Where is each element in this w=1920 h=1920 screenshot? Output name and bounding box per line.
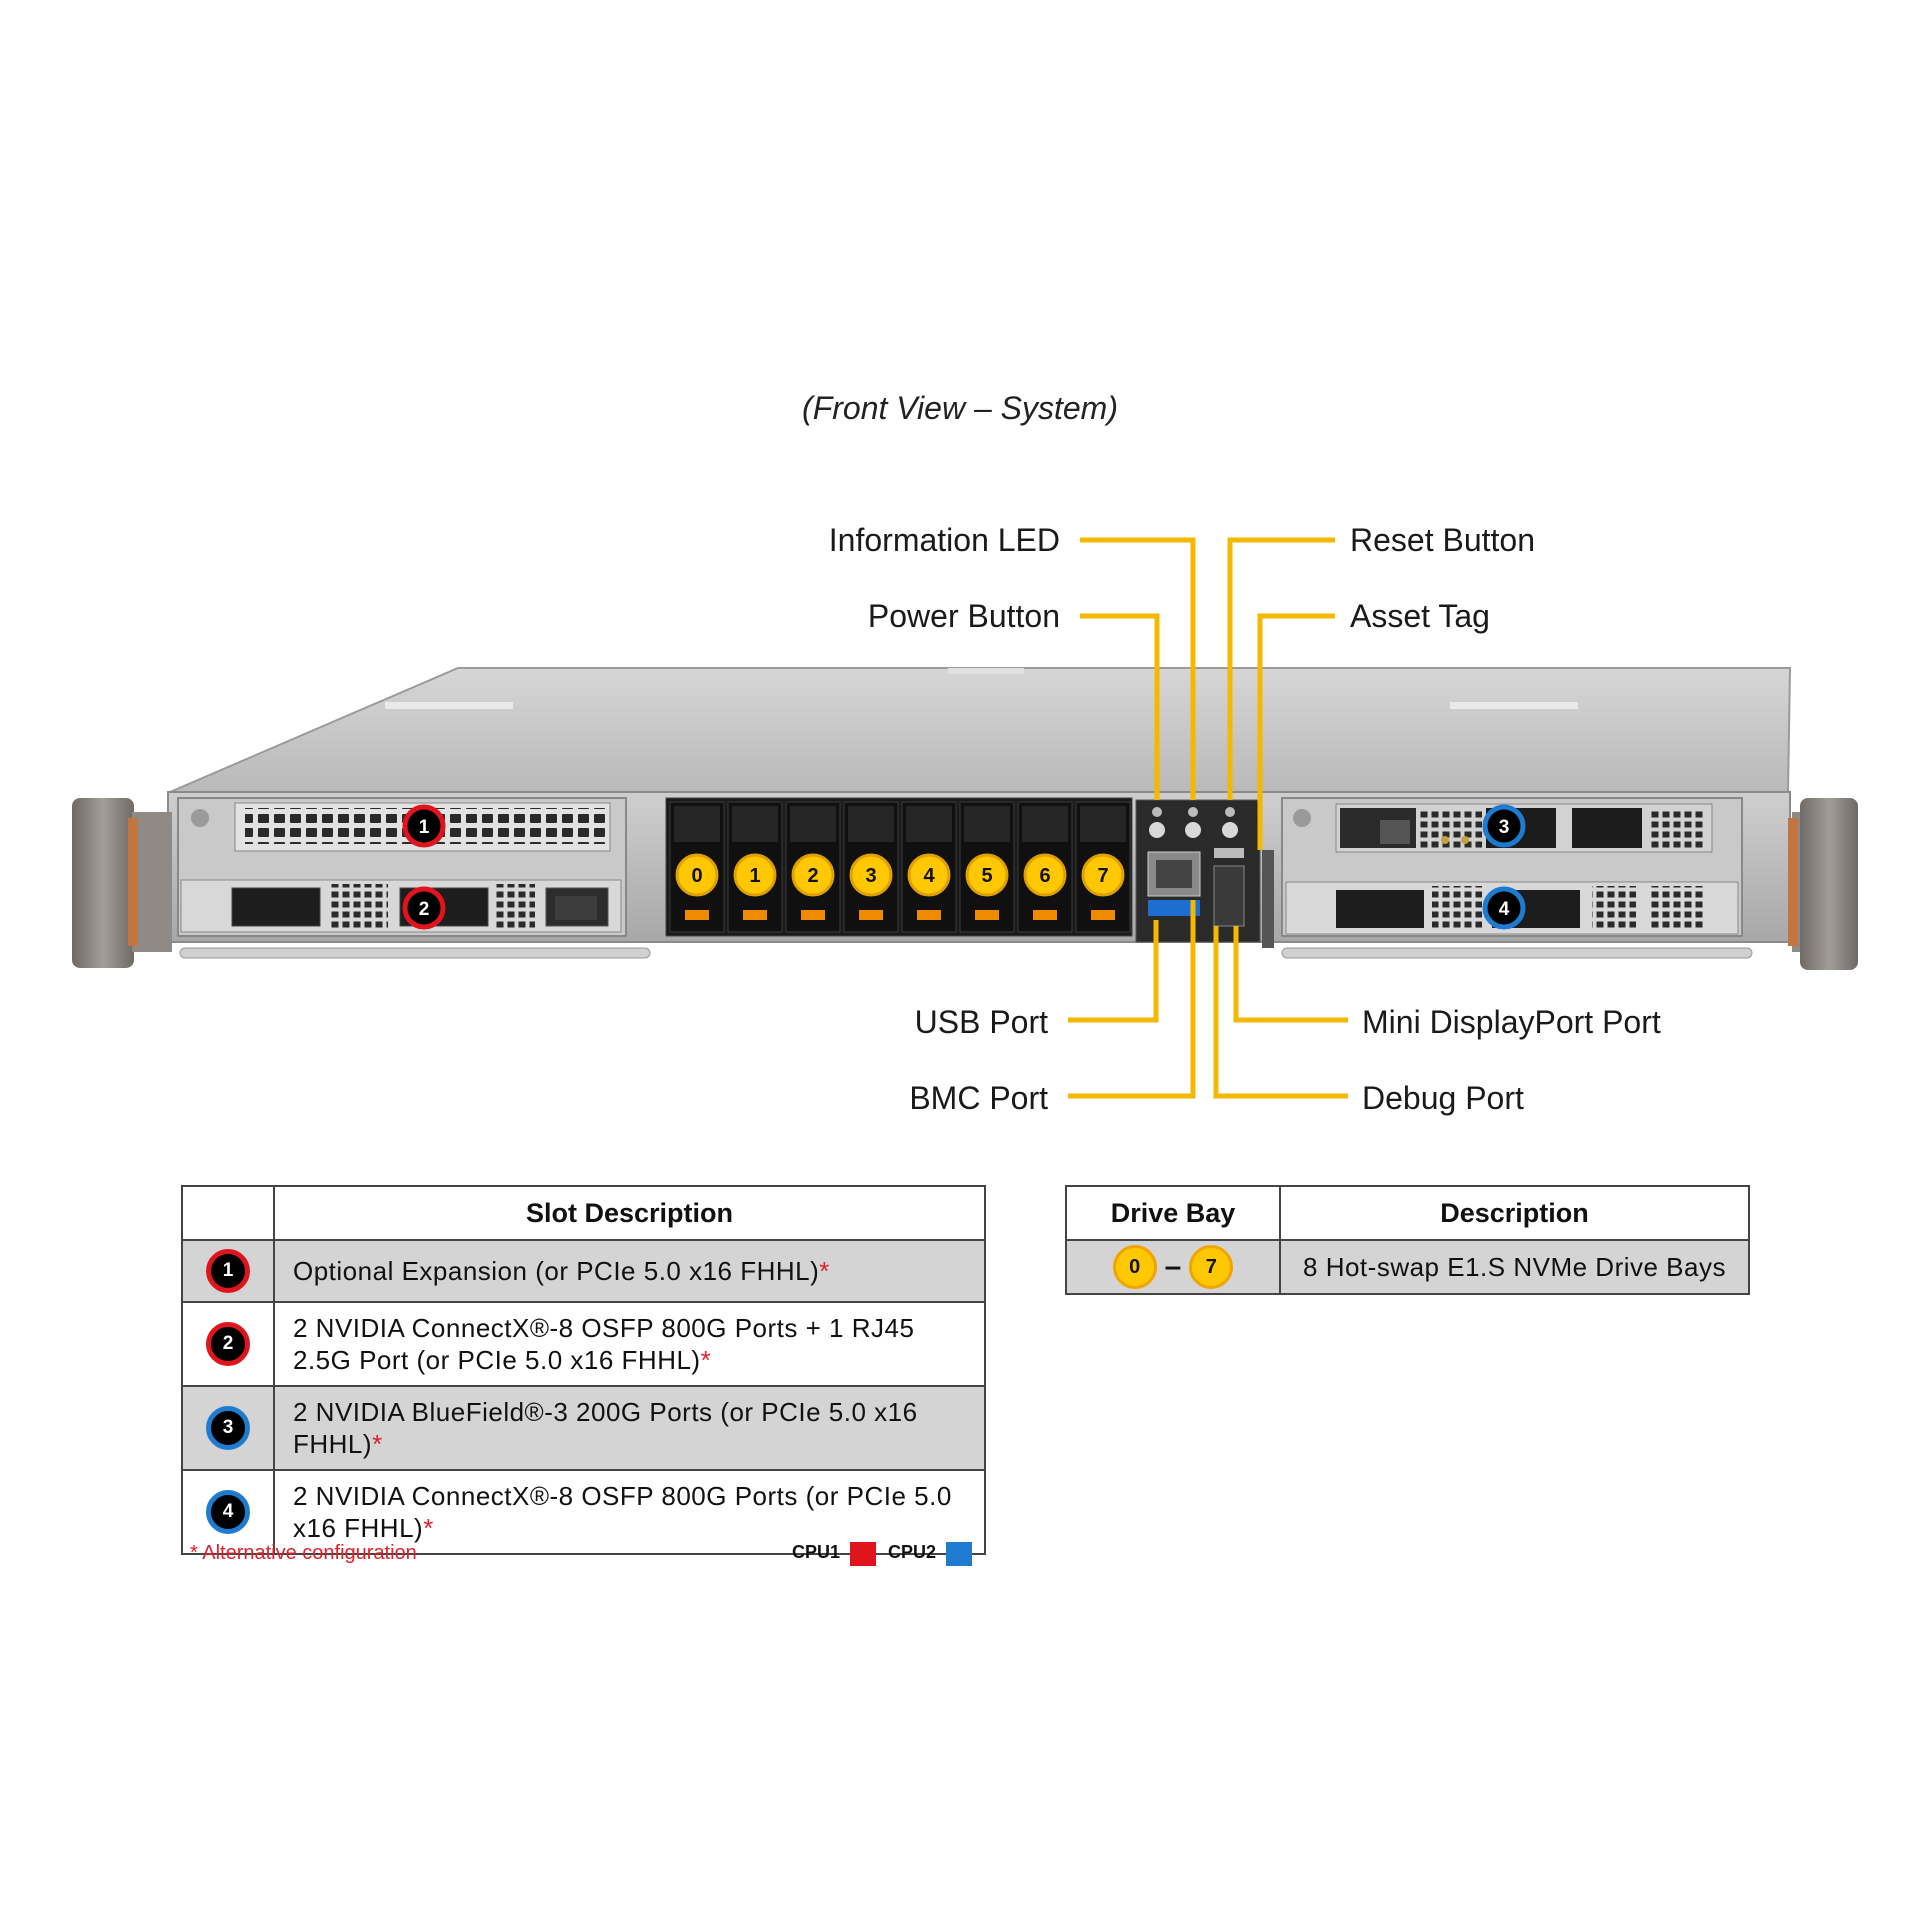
- callout-lines: [1068, 537, 1348, 1099]
- drive-bay-5[interactable]: 5: [959, 801, 1015, 933]
- drive-bay-badge: [849, 853, 893, 897]
- table-row: 0–7 8 Hot-swap E1.S NVMe Drive Bays: [1065, 1239, 1750, 1295]
- line-bmc-port: [1068, 900, 1196, 1099]
- slot-description: 2 NVIDIA ConnectX®-8 OSFP 800G Ports + 1…: [293, 1313, 915, 1375]
- slot-description-table: Slot Description 1 Optional Expansion (o…: [181, 1185, 986, 1555]
- drive-release-tab: [685, 910, 709, 920]
- legend-cpu2-label: CPU2: [888, 1542, 937, 1562]
- table-row: 1 Optional Expansion (or PCIe 5.0 x16 FH…: [181, 1239, 986, 1303]
- slot-number-header: [181, 1185, 275, 1241]
- drive-bay-6[interactable]: 6: [1017, 801, 1073, 933]
- slot-description-header: Slot Description: [273, 1185, 986, 1241]
- table-row: 3 2 NVIDIA BlueField®-3 200G Ports (or P…: [181, 1385, 986, 1471]
- alternative-marker: *: [423, 1513, 434, 1543]
- line-power-button: [1080, 613, 1160, 800]
- drive-bay-4[interactable]: 4: [901, 801, 957, 933]
- drive-bay-badge: [791, 853, 835, 897]
- alternative-marker: *: [372, 1429, 383, 1459]
- slot-badge-label: 4: [1499, 899, 1510, 920]
- table-row: 2 2 NVIDIA ConnectX®-8 OSFP 800G Ports +…: [181, 1301, 986, 1387]
- callout-bmc-port: BMC Port: [909, 1080, 1048, 1116]
- callout-power-button: Power Button: [867, 598, 1060, 634]
- slot-description: 2 NVIDIA BlueField®-3 200G Ports (or PCI…: [293, 1397, 918, 1459]
- table-row: 4 2 NVIDIA ConnectX®-8 OSFP 800G Ports (…: [181, 1469, 986, 1555]
- alternative-marker: *: [819, 1256, 830, 1286]
- drive-bay-badge: [1023, 853, 1067, 897]
- callout-mini-displayport: Mini DisplayPort Port: [1362, 1004, 1661, 1040]
- chassis-top: [169, 667, 1792, 793]
- drive-bay-label: 6: [1039, 865, 1050, 887]
- slot-number-badge: 4: [206, 1490, 250, 1534]
- slot-badge-2: 2: [402, 886, 446, 930]
- slot-badge-1: 1: [402, 804, 446, 848]
- drive-release-tab: [975, 910, 999, 920]
- slot-number-badge: 1: [206, 1249, 250, 1293]
- slot-badge-3: 3: [1482, 804, 1526, 848]
- legend-cpu1-label: CPU1: [792, 1542, 841, 1562]
- callout-debug-port: Debug Port: [1362, 1080, 1524, 1116]
- drive-bay-start-badge: 0: [1112, 1245, 1157, 1289]
- drive-bay-label: 0: [691, 865, 702, 887]
- drive-bay-label: 5: [981, 865, 992, 887]
- drive-bay-7[interactable]: 7: [1075, 801, 1131, 933]
- drive-bay-label: 3: [865, 865, 876, 887]
- drive-description-header: Description: [1279, 1185, 1750, 1241]
- drive-release-tab: [859, 910, 883, 920]
- footnote: * Alternative configuration: [190, 1542, 417, 1564]
- callout-asset-tag: Asset Tag: [1350, 598, 1490, 634]
- drive-bay-area: 0 1 2 3 4 5 6 7: [665, 797, 1133, 937]
- slot-number-badge: 3: [206, 1406, 250, 1450]
- drive-bay-badge: [965, 853, 1009, 897]
- drive-bay-end-badge: 7: [1189, 1245, 1234, 1289]
- drive-bay-label: 4: [923, 865, 935, 887]
- line-debug-port: [1213, 926, 1348, 1099]
- line-asset-tag: [1257, 613, 1335, 850]
- drive-bay-0[interactable]: 0: [669, 801, 725, 933]
- line-mini-displayport: [1233, 926, 1348, 1023]
- slot-badge-label: 2: [419, 899, 430, 920]
- drive-release-tab: [917, 910, 941, 920]
- drive-bay-badge: [907, 853, 951, 897]
- alternative-marker: *: [700, 1345, 712, 1375]
- slot-badge-label: 3: [1499, 817, 1510, 838]
- drive-release-tab: [1091, 910, 1115, 920]
- drive-bay-header: Drive Bay: [1065, 1185, 1281, 1241]
- drive-description: 8 Hot-swap E1.S NVMe Drive Bays: [1279, 1239, 1750, 1295]
- drive-bay-badge: [1081, 853, 1125, 897]
- drive-release-tab: [1033, 910, 1057, 920]
- drive-bay-1[interactable]: 1: [727, 801, 783, 933]
- drive-release-tab: [801, 910, 825, 920]
- line-usb-port: [1068, 920, 1159, 1023]
- line-information-led: [1080, 537, 1196, 800]
- slot-badge-label: 1: [419, 817, 430, 838]
- drive-bay-badge: [733, 853, 777, 897]
- callout-reset-button: Reset Button: [1350, 522, 1535, 558]
- drive-bay-3[interactable]: 3: [843, 801, 899, 933]
- drive-bay-label: 1: [749, 865, 760, 887]
- right-handle: [1788, 798, 1858, 970]
- drive-release-tab: [743, 910, 767, 920]
- slot-description: Optional Expansion (or PCIe 5.0 x16 FHHL…: [293, 1256, 820, 1286]
- legend-cpu1-swatch: [850, 1542, 876, 1566]
- drive-bay-badge: [675, 853, 719, 897]
- left-handle: [72, 798, 172, 968]
- drive-bay-label: 2: [807, 865, 818, 887]
- drive-bay-table: Drive Bay Description 0–7 8 Hot-swap E1.…: [1065, 1185, 1750, 1295]
- view-title: (Front View – System): [802, 390, 1118, 426]
- callout-usb-port: USB Port: [914, 1004, 1048, 1040]
- slot-badge-4: 4: [1482, 886, 1526, 930]
- drive-bay-label: 7: [1097, 865, 1108, 887]
- control-panel: [1135, 799, 1274, 948]
- callout-information-led: Information LED: [828, 522, 1060, 558]
- line-reset-button: [1227, 537, 1335, 800]
- slot-number-badge: 2: [206, 1322, 250, 1366]
- left-expansion-module: [177, 797, 627, 937]
- drive-bay-2[interactable]: 2: [785, 801, 841, 933]
- legend-cpu2-swatch: [946, 1542, 972, 1566]
- range-dash: –: [1164, 1250, 1182, 1283]
- slot-description: 2 NVIDIA ConnectX®-8 OSFP 800G Ports (or…: [293, 1481, 952, 1543]
